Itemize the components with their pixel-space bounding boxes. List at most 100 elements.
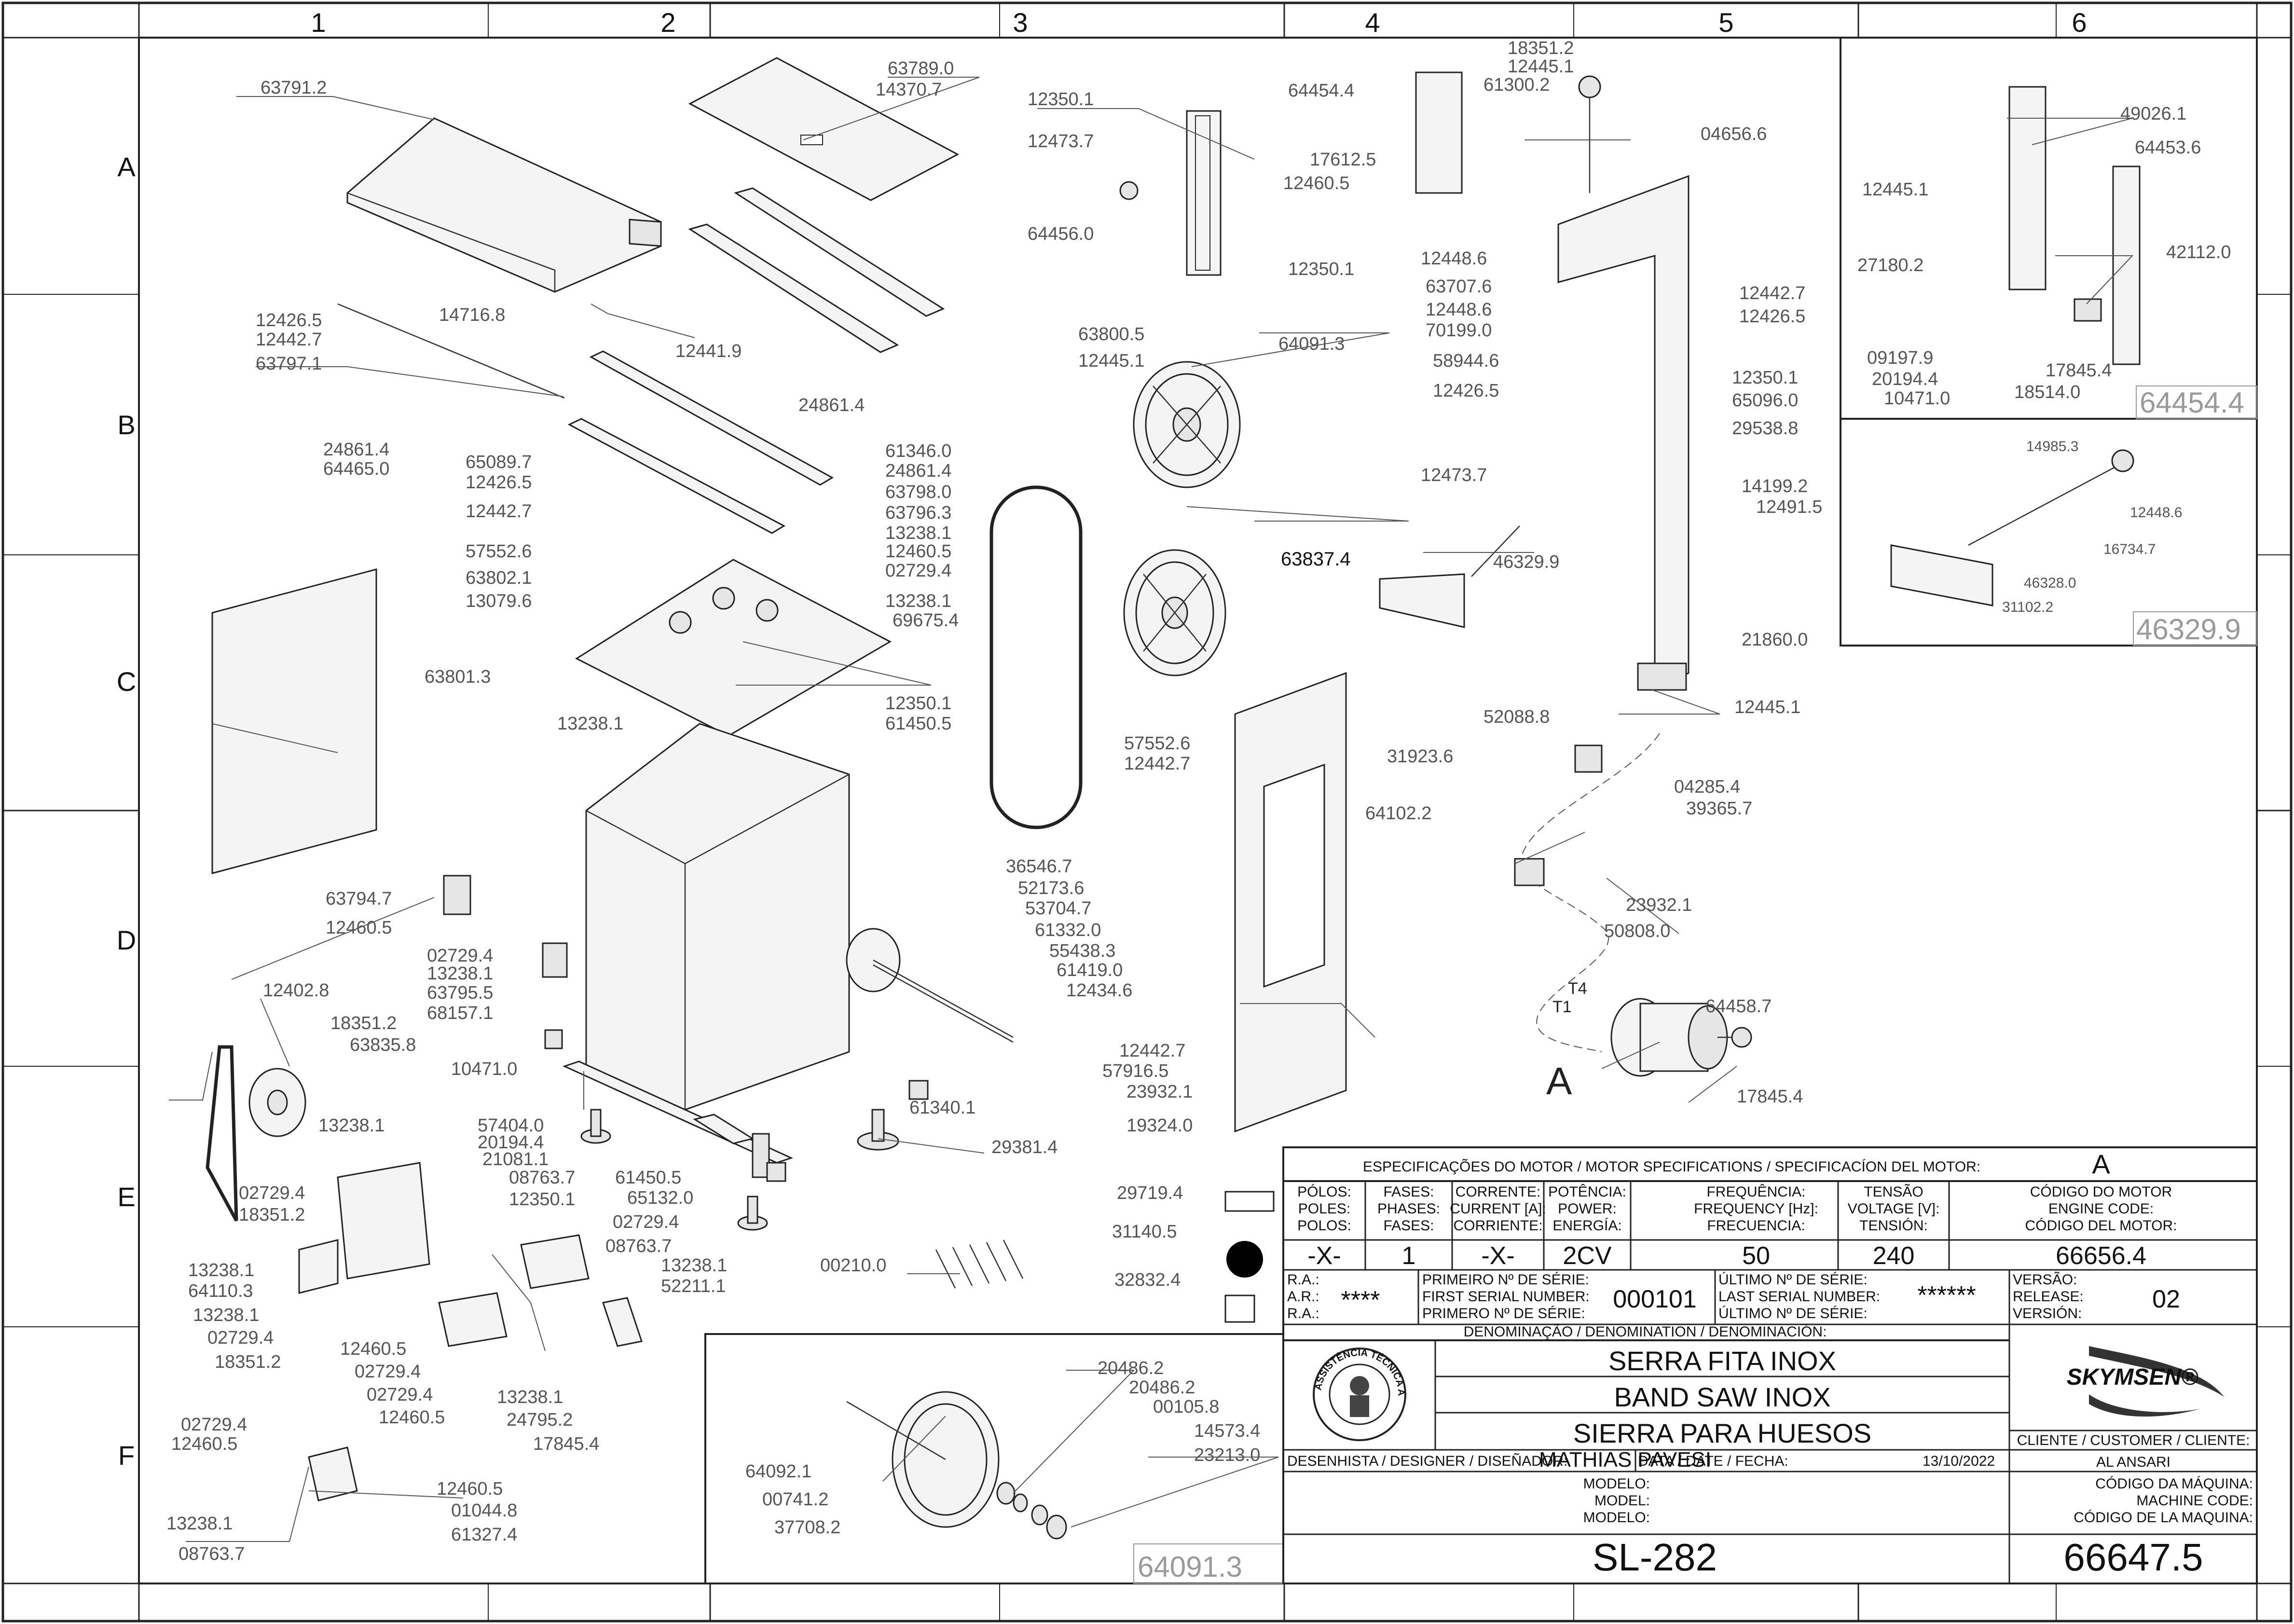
callout: 08763.7	[509, 1168, 575, 1188]
motor-specs-header: ESPECIFICAÇÕES DO MOTOR / MOTOR SPECIFIC…	[1363, 1158, 1980, 1175]
callout: 12460.5	[885, 541, 951, 562]
machine-code-label: MACHINE CODE:	[2136, 1493, 2253, 1509]
callout: 65096.0	[1732, 390, 1798, 411]
callout: 12473.7	[1028, 131, 1094, 151]
callout: 46328.0	[2024, 575, 2076, 591]
callout: 16734.7	[2103, 541, 2156, 557]
date-label: DATA / DATE / FECHA:	[1638, 1453, 1788, 1469]
last-serial-label: LAST SERIAL NUMBER:	[1718, 1289, 1880, 1305]
callout: 12448.6	[1421, 248, 1487, 269]
callout: 13238.1	[557, 714, 623, 734]
callout: 02729.4	[355, 1362, 421, 1382]
callout: 27180.2	[1857, 255, 1923, 275]
callout: 14370.7	[876, 80, 942, 100]
zone-ticks	[3, 3, 2291, 1621]
product-name-es: SIERRA PARA HUESOS	[1573, 1418, 1871, 1448]
callout: 12441.9	[675, 341, 742, 361]
callout: 23932.1	[1626, 895, 1692, 915]
callout: 24861.4	[885, 461, 951, 481]
callout: 04285.4	[1674, 777, 1740, 797]
column-label: 6	[2072, 7, 2087, 38]
callout: 64456.0	[1028, 224, 1094, 244]
spec-value: 50	[1742, 1242, 1770, 1270]
callout: 29381.4	[991, 1137, 1058, 1157]
model-label: MODELO:	[1583, 1510, 1650, 1526]
wheel	[1133, 361, 1241, 488]
spec-head: TENSÃO	[1864, 1184, 1923, 1200]
callout: 12350.1	[509, 1189, 575, 1210]
callout: 13238.1	[193, 1305, 259, 1325]
callout: 12350.1	[1732, 368, 1798, 388]
callout: 18351.2	[1508, 38, 1574, 58]
spec-value: -X-	[1307, 1242, 1341, 1270]
callout: 12491.5	[1756, 497, 1822, 517]
callout: 18351.2	[239, 1205, 305, 1225]
callout: 18514.0	[2014, 382, 2080, 402]
column-label: 4	[1365, 7, 1380, 38]
callout: 02729.4	[613, 1212, 679, 1232]
engine-code: 66656.4	[2056, 1242, 2146, 1270]
callout: 63789.0	[888, 58, 954, 79]
wire-label: T1	[1552, 998, 1572, 1016]
callout: 21860.0	[1742, 630, 1808, 650]
spec-value: -X-	[1481, 1242, 1514, 1270]
callout: 61327.4	[451, 1525, 517, 1545]
spec-head: FRECUENCIA:	[1707, 1218, 1805, 1234]
callout: 29719.4	[1117, 1183, 1183, 1203]
callout: 13238.1	[885, 591, 951, 611]
customer-label: CLIENTE / CUSTOMER / CLIENTE:	[2017, 1432, 2250, 1448]
spec-head: FREQUENCY [Hz]:	[1694, 1201, 1818, 1217]
first-serial-label: FIRST SERIAL NUMBER:	[1422, 1289, 1590, 1305]
version: 02	[2152, 1285, 2180, 1313]
callout: 01044.8	[451, 1500, 517, 1521]
last-serial-label: ÚLTIMO Nº DE SÉRIE:	[1718, 1306, 1868, 1321]
callout: 12448.6	[1426, 300, 1492, 320]
row-label: F	[118, 1440, 135, 1471]
brand-logo: SKYMSEN®	[2067, 1346, 2224, 1417]
callout: 14199.2	[1742, 476, 1808, 496]
callout: 20194.4	[1872, 369, 1938, 389]
callout: 61332.0	[1035, 920, 1101, 940]
callout: 36546.7	[1006, 856, 1072, 877]
callout: 12445.1	[1078, 351, 1144, 371]
date: 13/10/2022	[1923, 1453, 1995, 1469]
callout: 57916.5	[1102, 1061, 1168, 1081]
callout: 57552.6	[1124, 733, 1190, 754]
callout: 69675.4	[893, 610, 959, 631]
callout: 12426.5	[466, 472, 532, 493]
spec-head: ENGINE CODE:	[2048, 1201, 2154, 1217]
callout: 13238.1	[188, 1260, 254, 1280]
callout: 12402.8	[263, 980, 329, 1001]
spec-head: FASES:	[1383, 1184, 1434, 1200]
callout: 68157.1	[427, 1003, 493, 1023]
callout: 49026.1	[2120, 104, 2186, 124]
spec-head: POLES:	[1298, 1201, 1350, 1217]
callout: 52088.8	[1484, 707, 1550, 727]
first-serial-label: PRIMERO Nº DE SÉRIE:	[1422, 1306, 1585, 1321]
column-label: 5	[1718, 7, 1733, 38]
row-labels: A B C D E F	[117, 151, 136, 1471]
callout: 31923.6	[1387, 746, 1453, 767]
machine-code-label: CÓDIGO DA MÁQUINA:	[2095, 1476, 2253, 1492]
callout: 09197.9	[1867, 348, 1933, 368]
callout: 63797.1	[256, 354, 322, 374]
motor-marker: A	[1546, 1060, 1572, 1102]
callout: 50808.0	[1604, 921, 1670, 941]
callout: 63791.2	[261, 78, 327, 98]
callout: 63801.3	[425, 667, 491, 687]
callout: 19324.0	[1126, 1115, 1193, 1136]
model-label: MODELO:	[1583, 1476, 1650, 1492]
version-label: VERSIÓN:	[2013, 1306, 2082, 1321]
part-sketches	[206, 57, 2141, 1540]
motor	[1610, 998, 1752, 1077]
ra-value: ****	[1341, 1286, 1380, 1314]
callout: 14985.3	[2026, 439, 2078, 454]
callout: 13238.1	[885, 523, 951, 543]
ra-label: A.R.:	[1287, 1289, 1319, 1305]
callout: 63837.4	[1281, 549, 1351, 570]
callout: 23213.0	[1194, 1445, 1260, 1465]
spec-head: VOLTAGE [V]:	[1848, 1201, 1940, 1217]
model-label: MODEL:	[1594, 1493, 1650, 1509]
spec-value: 2CV	[1563, 1242, 1611, 1270]
